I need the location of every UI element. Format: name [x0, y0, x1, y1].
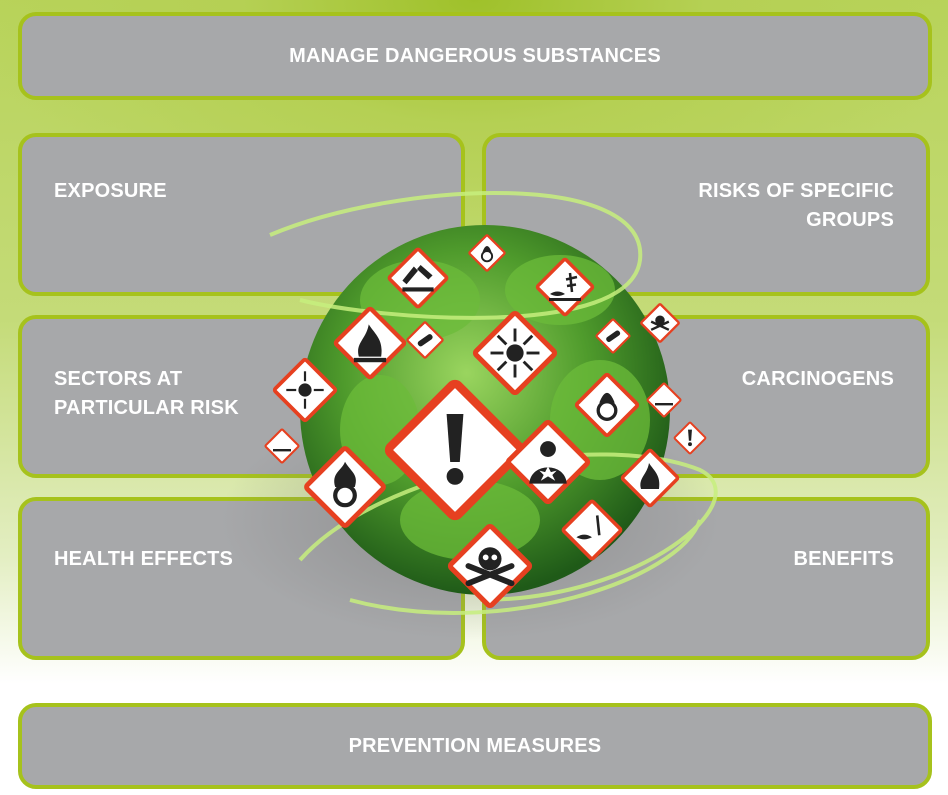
tile-label-line-2: PARTICULAR RISK [54, 397, 239, 419]
tile-label-line-1: SECTORS AT [54, 368, 183, 390]
tile-label: CARCINOGENS [741, 368, 894, 390]
manage-dangerous-substances-tile[interactable]: MANAGE DANGEROUS SUBSTANCES [18, 12, 932, 100]
tile-label-line-2: GROUPS [806, 209, 894, 231]
tile-label: PREVENTION MEASURES [348, 734, 602, 757]
tile-label: MANAGE DANGEROUS SUBSTANCES [289, 44, 661, 67]
benefits-tile[interactable]: BENEFITS [482, 497, 930, 660]
exposure-tile[interactable]: EXPOSURE [18, 133, 465, 296]
prevention-measures-tile[interactable]: PREVENTION MEASURES [18, 703, 932, 789]
health-effects-tile[interactable]: HEALTH EFFECTS [18, 497, 465, 660]
risks-of-specific-groups-tile[interactable]: RISKS OF SPECIFIC GROUPS [482, 133, 930, 296]
tile-label-line-1: RISKS OF SPECIFIC [698, 180, 894, 202]
tile-label: EXPOSURE [54, 180, 167, 202]
sectors-at-particular-risk-tile[interactable]: SECTORS AT PARTICULAR RISK [18, 315, 465, 478]
tile-label: BENEFITS [793, 548, 894, 570]
carcinogens-tile[interactable]: CARCINOGENS [482, 315, 930, 478]
tile-label: HEALTH EFFECTS [54, 548, 234, 570]
